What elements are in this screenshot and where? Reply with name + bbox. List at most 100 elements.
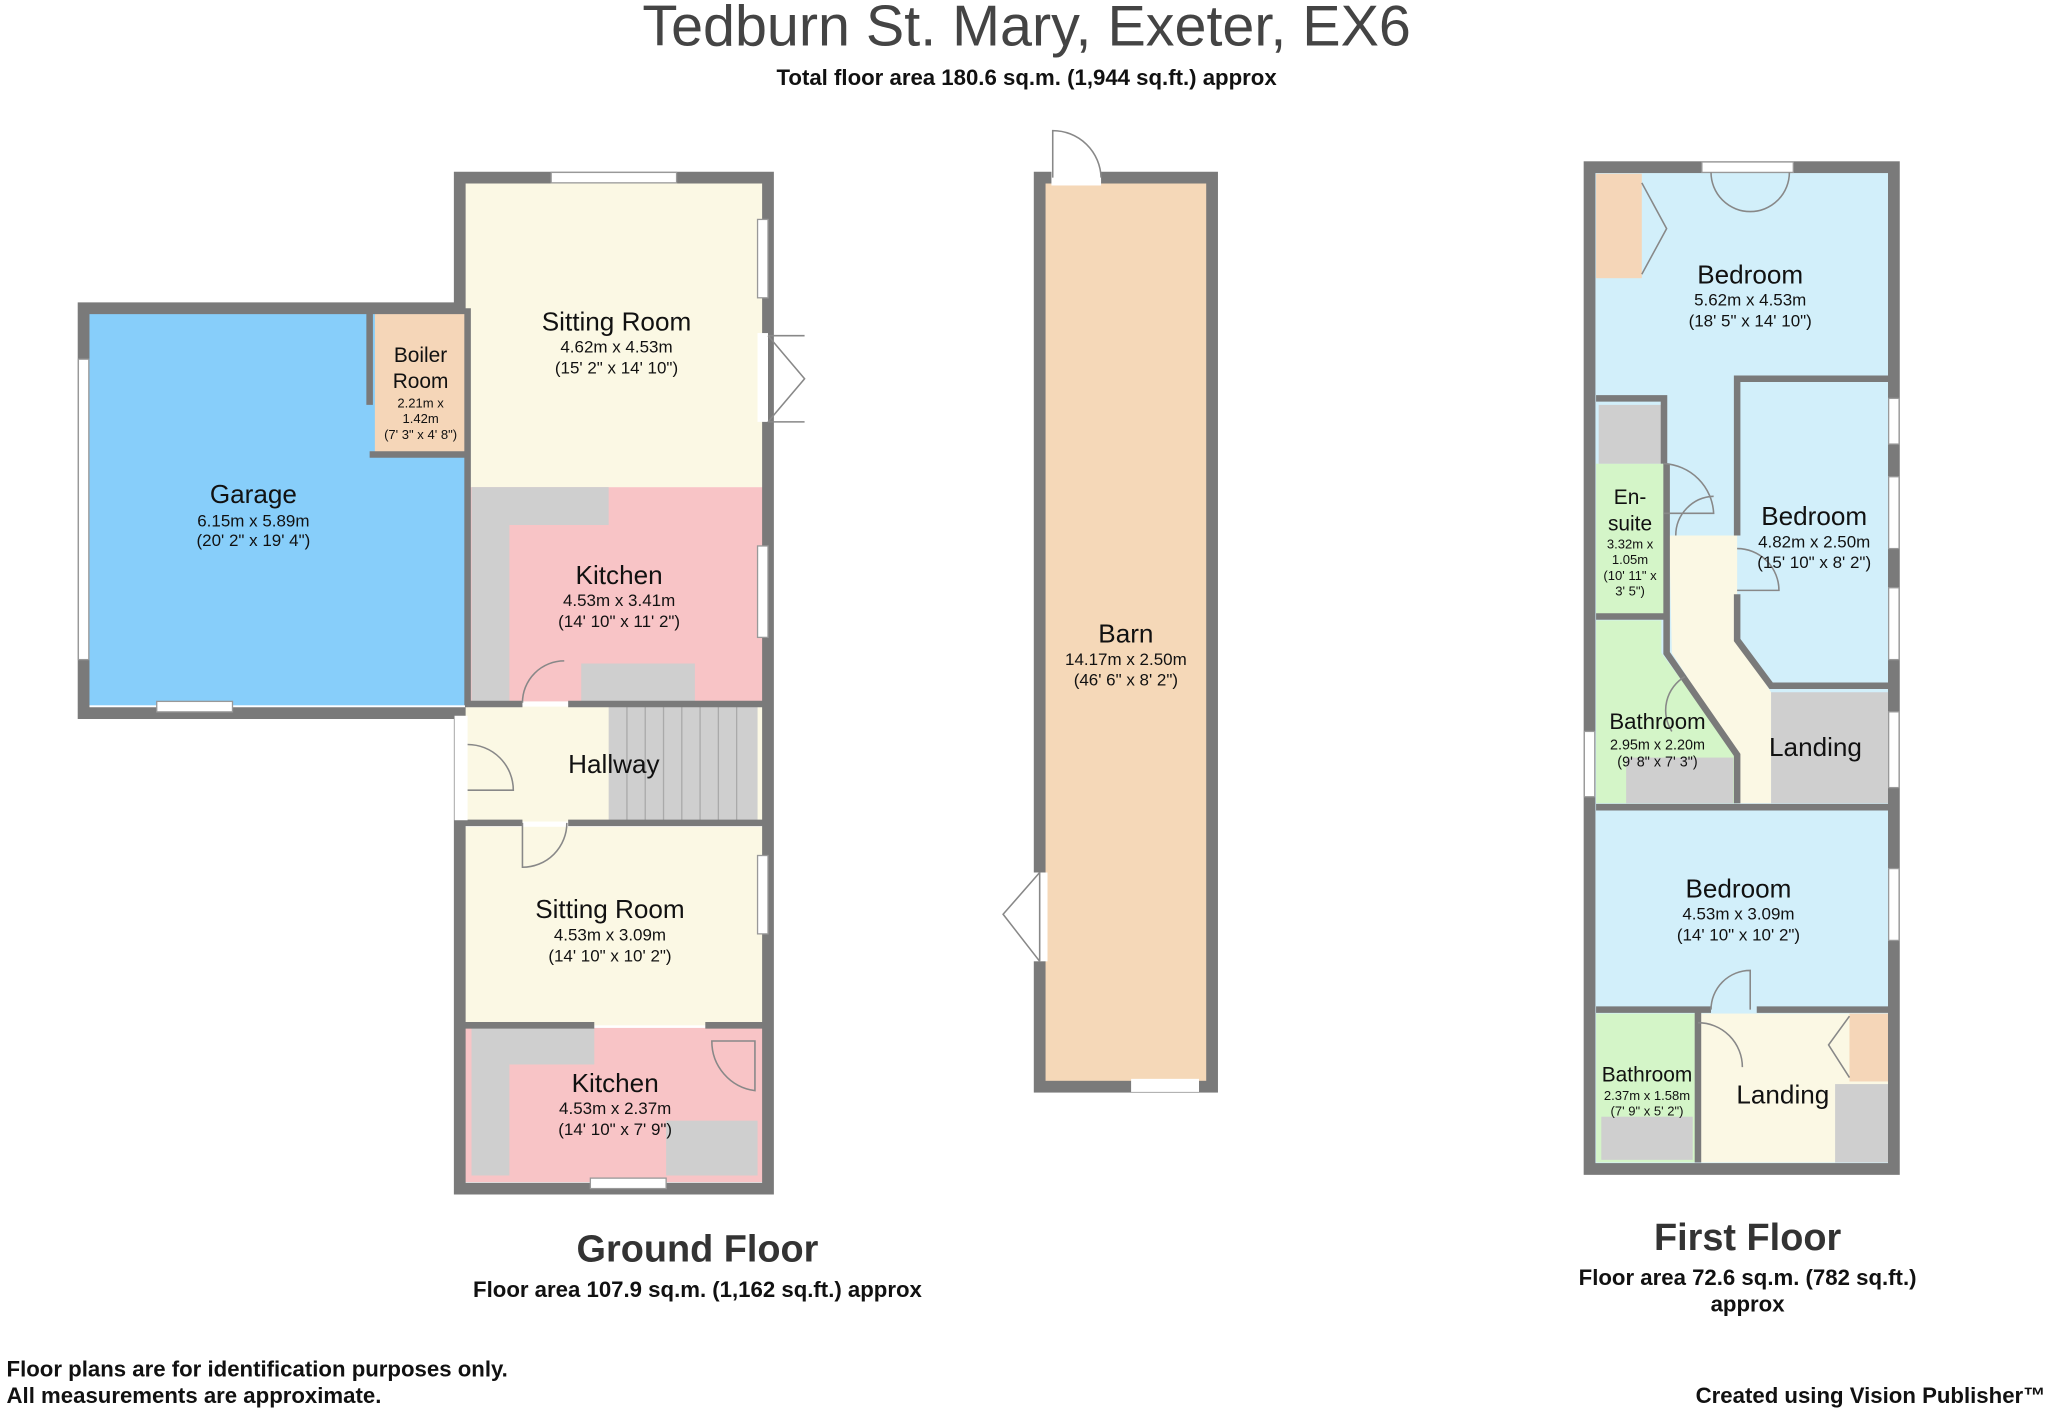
window	[156, 700, 234, 713]
room-ensuite	[1596, 463, 1664, 614]
room-label: Landing	[1736, 1080, 1829, 1110]
first-floor-area: Floor area 72.6 sq.m. (782 sq.ft.)	[1579, 1265, 1917, 1290]
room-dims-imperial: (15' 10" x 8' 2")	[1757, 553, 1871, 572]
window	[756, 854, 769, 935]
room-bedroom-3	[1596, 812, 1889, 1009]
room-dims-imperial: (18' 5" x 14' 10")	[1689, 312, 1812, 331]
room-dims: 4.62m x 4.53m	[560, 338, 672, 357]
room-hallway	[1669, 535, 1772, 804]
landing-stairs	[1771, 692, 1889, 804]
garage-door	[77, 358, 90, 661]
first-floor-plan: Bedroom 5.62m x 4.53m (18' 5" x 14' 10")…	[1583, 161, 1900, 1175]
page-title: Tedburn St. Mary, Exeter, EX6	[642, 0, 1411, 59]
room-dims: 1.42m	[402, 411, 438, 426]
room-dims-imperial: (46' 6" x 8' 2")	[1074, 671, 1178, 690]
room-label: Kitchen	[572, 1068, 659, 1098]
room-dims: 1.05m	[1612, 552, 1648, 567]
room-dims-imperial: (7' 3" x 4' 8")	[384, 427, 457, 442]
room-label: Barn	[1098, 619, 1153, 649]
ground-floor-area: Floor area 107.9 sq.m. (1,162 sq.ft.) ap…	[473, 1277, 923, 1302]
ground-floor-plan: Garage 6.15m x 5.89m (20' 2" x 19' 4") B…	[77, 171, 806, 1195]
room-dims-imperial: (9' 8" x 7' 3")	[1617, 755, 1697, 771]
stairs-2	[666, 1120, 758, 1176]
door-swing	[1051, 129, 1102, 178]
room-dims: 5.62m x 4.53m	[1694, 291, 1806, 310]
room-label: Bedroom	[1697, 259, 1803, 289]
bath	[1626, 757, 1734, 804]
room-label: Landing	[1769, 732, 1862, 762]
window	[1701, 161, 1794, 174]
room-label: Bathroom	[1609, 709, 1705, 734]
ground-outer-wall	[77, 171, 774, 1195]
shower	[1598, 404, 1664, 464]
room-label: Bedroom	[1685, 873, 1791, 903]
first-floor-title: First Floor	[1654, 1217, 1841, 1259]
room-dims: 2.37m x 1.58m	[1604, 1088, 1690, 1103]
window	[1887, 711, 1900, 789]
window	[550, 171, 678, 184]
window	[1887, 867, 1900, 942]
room-label: Bedroom	[1761, 501, 1867, 531]
room-dims: 4.53m x 2.37m	[559, 1099, 671, 1118]
bath-2	[1601, 1116, 1693, 1160]
hob	[581, 663, 695, 702]
stairs	[608, 706, 758, 821]
window	[589, 1177, 667, 1190]
room-dims-imperial: (15' 2" x 14' 10")	[555, 359, 678, 378]
room-label: Hallway	[568, 749, 659, 779]
room-dims: 4.53m x 3.09m	[554, 925, 666, 944]
room-label: Room	[393, 370, 449, 393]
room-dims: 4.82m x 2.50m	[1758, 532, 1870, 551]
credit: Created using Vision Publisher™	[1696, 1383, 2046, 1408]
door-swing	[767, 334, 806, 423]
room-label: En-	[1614, 486, 1647, 509]
room-barn	[1044, 182, 1210, 1085]
ground-floor-title: Ground Floor	[577, 1229, 819, 1271]
room-dims: 4.53m x 3.09m	[1682, 905, 1794, 924]
door-swing	[1002, 871, 1041, 962]
door-swing	[1641, 172, 1791, 275]
room-dims-imperial: (20' 2" x 19' 4")	[196, 531, 310, 550]
room-dims: 6.15m x 5.89m	[197, 511, 309, 530]
window	[1887, 587, 1900, 661]
room-label: Bathroom	[1602, 1063, 1693, 1086]
room-label: Sitting Room	[535, 894, 684, 924]
room-dims-imperial: (7' 9" x 5' 2")	[1611, 1103, 1684, 1118]
window	[1887, 397, 1900, 445]
barn-plan: Barn 14.17m x 2.50m (46' 6" x 8' 2")	[1002, 129, 1218, 1093]
room-dims: 3.32m x	[1607, 537, 1654, 552]
door-swing	[467, 743, 515, 791]
stairs-3	[1835, 1084, 1889, 1163]
window	[1583, 730, 1596, 798]
room-dims: 14.17m x 2.50m	[1065, 650, 1187, 669]
room-dims: 2.95m x 2.20m	[1610, 738, 1705, 754]
room-dims-imperial: (10' 11" x	[1603, 568, 1657, 583]
room-label: suite	[1608, 512, 1652, 535]
window	[756, 545, 769, 639]
kitchen-2-counter	[471, 1027, 595, 1176]
room-boiler	[374, 313, 467, 452]
room-label: Sitting Room	[542, 306, 691, 336]
room-dims: 2.21m x	[397, 396, 444, 411]
room-dims: 4.53m x 3.41m	[563, 591, 675, 610]
disclaimer-line-2: All measurements are approximate.	[7, 1383, 382, 1408]
disclaimer-line-1: Floor plans are for identification purpo…	[7, 1357, 508, 1382]
room-sitting-1	[464, 182, 763, 488]
room-label: Garage	[210, 479, 297, 509]
room-label: Kitchen	[576, 560, 663, 590]
room-dims-imperial: (14' 10" x 10' 2")	[548, 946, 671, 965]
room-dims-imperial: (14' 10" x 11' 2")	[558, 612, 680, 631]
room-dims-imperial: (14' 10" x 7' 9")	[558, 1120, 672, 1139]
window	[756, 218, 769, 299]
room-dims-imperial: 3' 5")	[1615, 584, 1645, 599]
french-doors	[757, 333, 768, 422]
total-area: Total floor area 180.6 sq.m. (1,944 sq.f…	[777, 65, 1278, 90]
kitchen-counter	[471, 487, 609, 702]
door-swing	[1663, 462, 1851, 1078]
room-sitting-2	[464, 826, 763, 1026]
wardrobe	[1596, 173, 1642, 279]
first-floor-area-approx: approx	[1711, 1291, 1786, 1316]
window	[1887, 476, 1900, 550]
room-label: Boiler	[394, 344, 447, 367]
